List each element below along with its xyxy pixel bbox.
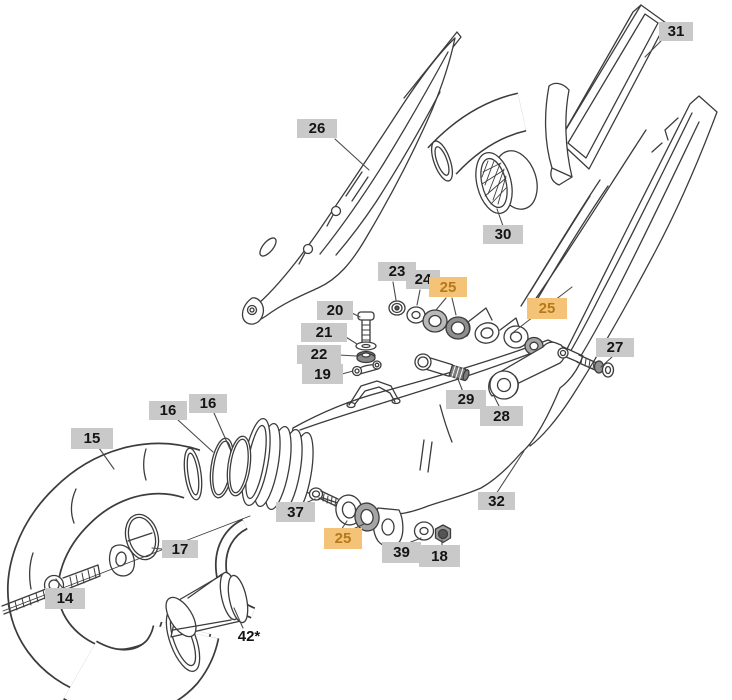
part-label-19[interactable]: 19: [302, 364, 343, 384]
part-label-25-highlighted-right[interactable]: 25: [527, 298, 567, 319]
part-27-bolt: [576, 354, 615, 378]
part-label-16-right[interactable]: 16: [189, 394, 227, 413]
part-label-18[interactable]: 18: [419, 545, 460, 567]
part-label-32[interactable]: 32: [478, 492, 515, 510]
part-28-bracket: [488, 341, 569, 400]
part-39-washer: [413, 521, 435, 541]
part-label-26[interactable]: 26: [297, 119, 337, 138]
part-label-27[interactable]: 27: [596, 338, 634, 357]
part-31-rear-panel: [544, 4, 667, 186]
part-17-gasket: [124, 513, 160, 561]
part-15-header-pipe: [7, 442, 220, 700]
part-label-39[interactable]: 39: [382, 542, 421, 563]
part-label-15[interactable]: 15: [71, 428, 113, 449]
part-label-31[interactable]: 31: [659, 22, 693, 41]
part-label-21[interactable]: 21: [301, 323, 347, 342]
part-label-25-highlighted-top[interactable]: 25: [429, 277, 467, 297]
part-42-joint-cone: [165, 571, 249, 638]
part-18-nut: [434, 524, 452, 544]
part-29-bolt: [414, 353, 470, 382]
part-label-37[interactable]: 37: [276, 502, 315, 522]
part-label-20[interactable]: 20: [317, 301, 353, 320]
part-label-16-left[interactable]: 16: [149, 401, 187, 420]
part-26-heat-shield: [241, 31, 462, 325]
part-label-42[interactable]: 42*: [237, 627, 261, 645]
part-label-22[interactable]: 22: [297, 345, 341, 364]
part-label-29[interactable]: 29: [446, 390, 486, 409]
part-20-21-22-hardware: [355, 311, 377, 364]
part-label-28[interactable]: 28: [480, 406, 523, 426]
part-label-14[interactable]: 14: [45, 588, 85, 609]
part-25c-grommets: [335, 494, 380, 532]
part-37-bolt: [308, 487, 339, 507]
part-label-30[interactable]: 30: [483, 225, 523, 244]
part-label-17[interactable]: 17: [162, 540, 198, 558]
part-23-24-25-hardware: [388, 300, 471, 340]
part-label-25-highlighted-bottom[interactable]: 25: [324, 528, 362, 549]
part-16-o-rings: [209, 435, 252, 499]
part-30-end-cap: [427, 92, 538, 215]
